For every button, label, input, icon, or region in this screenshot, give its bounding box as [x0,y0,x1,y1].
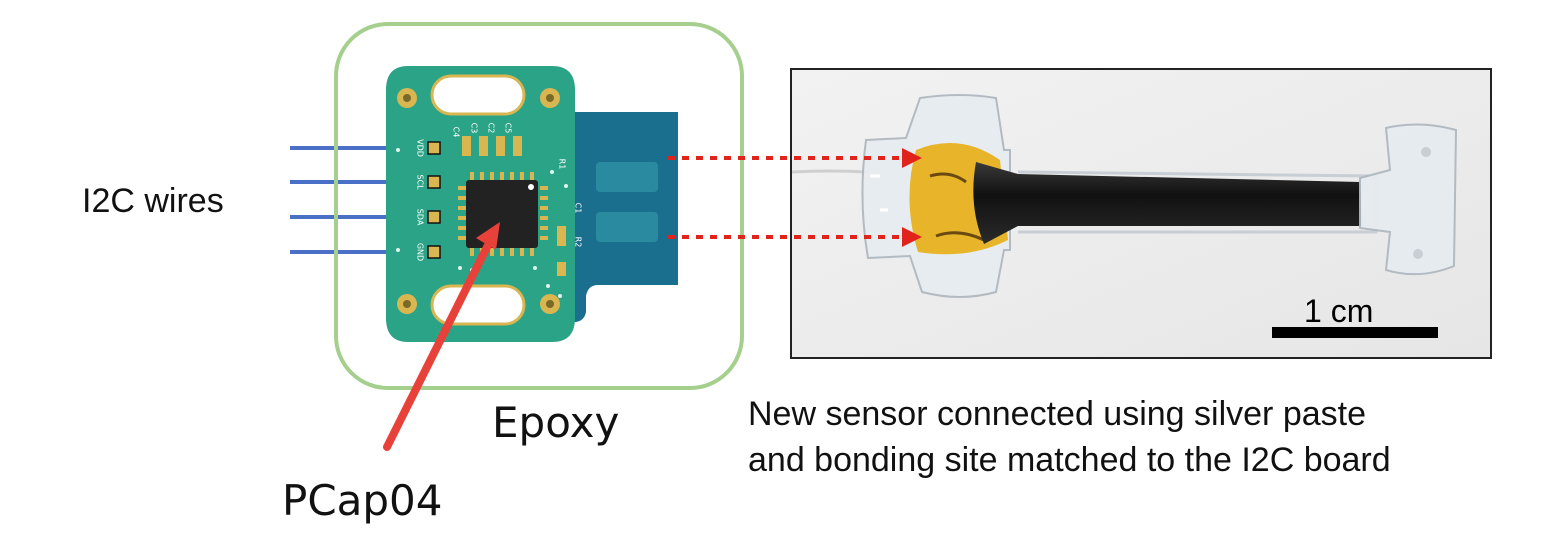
silk-part-r1: R1 [558,159,567,170]
silk-pad-vdd: VDD [416,139,425,157]
caption-line-1: New sensor connected using silver paste [748,395,1366,433]
silk-part-r2: R2 [574,237,583,248]
pcap04-label: PCap04 [282,476,443,525]
silk-pad-sda: SDA [416,209,425,226]
silk-part-c2: C2 [487,123,496,134]
pcap04-chip [466,180,538,248]
sensor-photo [790,68,1492,359]
scale-bar [1272,327,1438,338]
caption-line-2: and bonding site matched to the I2C boar… [748,441,1391,479]
silk-pad-scl: SCL [416,174,425,190]
scale-bar-label: 1 cm [1304,293,1374,329]
silk-part-c3: C3 [470,123,479,134]
i2c-wires-label: I2C wires [82,182,224,220]
epoxy-outline [334,22,744,390]
epoxy-label: Epoxy [492,398,620,447]
silk-pad-gnd: GND [416,243,425,261]
silk-part-c5: C5 [504,123,513,134]
silk-part-c1: C1 [574,203,583,214]
silk-part-c4: C4 [452,127,461,138]
pcap-pointer-arrow [383,222,500,451]
photo-caption: New sensor connected using silver paste … [748,391,1391,483]
pcb-board [386,66,678,342]
